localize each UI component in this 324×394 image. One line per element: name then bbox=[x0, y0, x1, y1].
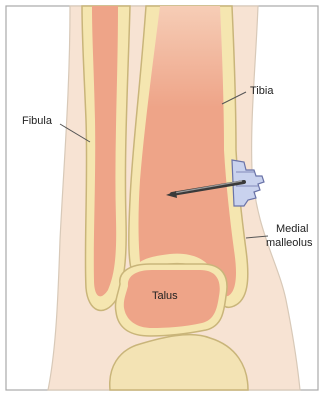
medial-malleolus-label-line2: malleolus bbox=[266, 237, 313, 249]
talus-label: Talus bbox=[152, 290, 178, 302]
tibia-label: Tibia bbox=[250, 85, 274, 97]
medial-malleolus-label-line1: Medial bbox=[276, 223, 308, 235]
fibula-marrow bbox=[92, 6, 118, 296]
fibula-label: Fibula bbox=[22, 115, 53, 127]
